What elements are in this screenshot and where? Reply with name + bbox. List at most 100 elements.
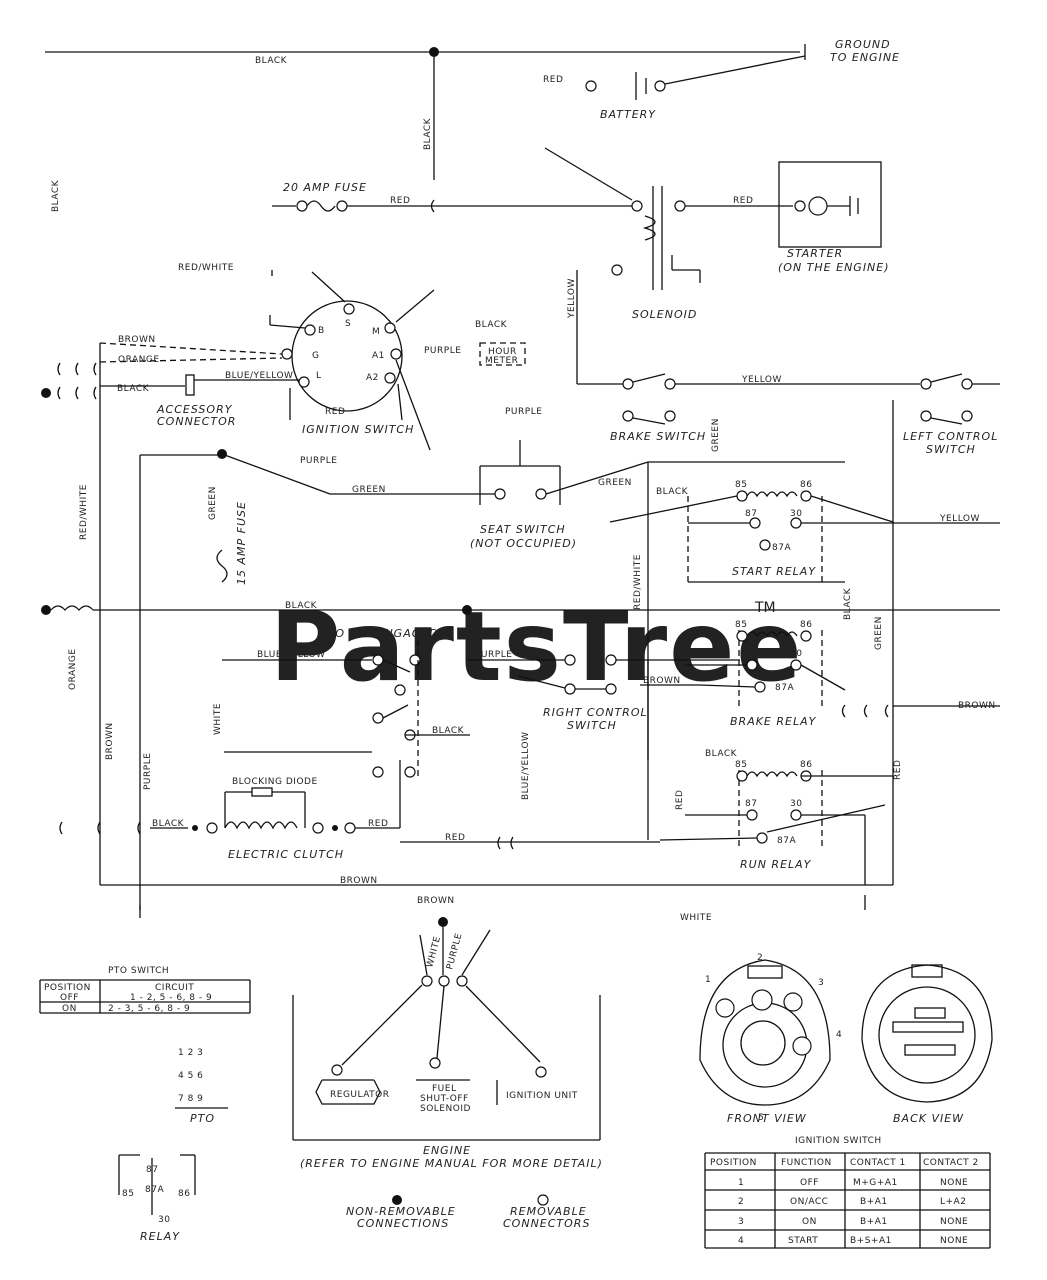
ign-table-cell: 3 bbox=[738, 1217, 744, 1227]
wire-label-orange-top: ORANGE bbox=[118, 355, 160, 365]
fuse-15: GREEN 15 AMP FUSE bbox=[208, 486, 248, 585]
run-relay-pin-87a: 87A bbox=[777, 836, 796, 846]
wire-label-black-acc: BLACK bbox=[117, 384, 150, 394]
legend-removable-1: REMOVABLE bbox=[510, 1205, 587, 1218]
fuel-shutoff-label-3: SOLENOID bbox=[420, 1104, 471, 1114]
battery-label: BATTERY bbox=[600, 108, 656, 121]
wire-label-purple-vert: PURPLE bbox=[143, 753, 153, 790]
seat-switch-note: (NOT OCCUPIED) bbox=[470, 537, 577, 550]
relay-sym-pin-86: 86 bbox=[178, 1189, 190, 1199]
plug-pin-2: 2 bbox=[757, 953, 763, 963]
wire-label-green-vert: GREEN bbox=[711, 418, 721, 452]
wire-label-red-right: RED bbox=[893, 760, 903, 780]
brake-relay-pin-87a: 87A bbox=[775, 683, 794, 693]
hour-meter-label-1: HOUR bbox=[488, 347, 517, 357]
wire-label-black-vert: BLACK bbox=[423, 117, 433, 150]
wire-label-blue-yellow: BLUE/YELLOW bbox=[225, 371, 293, 381]
wire-label-green-seat2: GREEN bbox=[598, 478, 632, 488]
wire-label-black-pto: BLACK bbox=[432, 726, 465, 736]
wire-label-black-left: BLACK bbox=[51, 179, 61, 212]
ign-table-cell: B+A1 bbox=[860, 1197, 888, 1207]
wire-label-red-ign: RED bbox=[325, 407, 345, 417]
run-relay-label: RUN RELAY bbox=[740, 858, 812, 871]
fuel-shutoff-label-1: FUEL bbox=[432, 1084, 456, 1094]
ign-table-cell: ON bbox=[802, 1217, 817, 1227]
svg-text:4 5 6: 4 5 6 bbox=[178, 1071, 203, 1081]
ign-table-cell: OFF bbox=[800, 1178, 819, 1188]
plug-pin-4: 4 bbox=[836, 1030, 842, 1040]
ign-table-cell: L+A2 bbox=[940, 1197, 966, 1207]
brake-relay-pin-85: 85 bbox=[735, 620, 747, 630]
blocking-diode-label: BLOCKING DIODE bbox=[232, 777, 318, 787]
wire-label-brown-engine: BROWN bbox=[417, 896, 455, 906]
ign-table-header: CONTACT 1 bbox=[850, 1158, 906, 1168]
brake-switch-label: BRAKE SWITCH bbox=[610, 430, 706, 443]
ign-pin-s: S bbox=[345, 319, 351, 329]
connection-legend: NON-REMOVABLE CONNECTIONS REMOVABLE CONN… bbox=[346, 1194, 590, 1230]
ignition-plug-back-view: BACK VIEW bbox=[861, 964, 993, 1125]
engine-note: (REFER TO ENGINE MANUAL FOR MORE DETAIL) bbox=[300, 1157, 603, 1170]
wire-label-green-right: GREEN bbox=[874, 616, 884, 650]
battery: RED BATTERY bbox=[543, 55, 806, 121]
wire-label-red-clutch: RED bbox=[368, 819, 388, 829]
wire-label-yellow-vert: YELLOW bbox=[567, 278, 577, 319]
ign-table-cell: NONE bbox=[940, 1236, 968, 1246]
pto-switch-label: PTO (DISENGAGED) bbox=[320, 627, 444, 640]
ground-label: GROUND bbox=[835, 38, 891, 51]
wire-label-red-bottom: RED bbox=[445, 833, 465, 843]
wire-label-black-right: BLACK bbox=[843, 587, 853, 620]
wire-label-red-white-vert: RED/WHITE bbox=[79, 484, 89, 540]
wire-label-orange-vert: ORANGE bbox=[68, 648, 78, 690]
svg-text:7 8 9: 7 8 9 bbox=[178, 1094, 203, 1104]
ign-pin-g: G bbox=[312, 351, 319, 361]
legend-removable-2: CONNECTORS bbox=[503, 1217, 590, 1230]
relay-label: RELAY bbox=[140, 1230, 180, 1243]
wire-label-red-white-mid: RED/WHITE bbox=[633, 554, 643, 610]
pto-switch: PTO (DISENGAGED) BLUE/YELLOW BLACK bbox=[222, 627, 470, 780]
fuse-20-label: 20 AMP FUSE bbox=[283, 181, 367, 194]
pto-table-cell: ON bbox=[62, 1004, 77, 1014]
pto-table-cell: OFF bbox=[60, 993, 79, 1003]
wire-label-purple-seat: PURPLE bbox=[300, 456, 337, 466]
relay-sym-pin-87: 87 bbox=[146, 1165, 158, 1175]
wire-label-black-hm: BLACK bbox=[475, 320, 508, 330]
wire-label-yellow: YELLOW bbox=[741, 375, 782, 385]
wire-label-blue-yellow-pto: BLUE/YELLOW bbox=[257, 650, 325, 660]
run-relay-pin-87: 87 bbox=[745, 799, 757, 809]
left-control-label-2: SWITCH bbox=[926, 443, 976, 456]
start-relay-pin-86: 86 bbox=[800, 480, 812, 490]
start-relay-pin-30: 30 bbox=[790, 509, 802, 519]
start-relay: 85 86 87 30 87A START RELAY bbox=[687, 480, 845, 583]
wire-label-black-main: BLACK bbox=[285, 601, 318, 611]
legend-non-removable-2: CONNECTIONS bbox=[357, 1217, 449, 1230]
brake-relay-pin-86: 86 bbox=[800, 620, 812, 630]
junction-dot bbox=[41, 605, 51, 615]
ignition-plug-front-view: 2 1 3 4 5 FRONT VIEW bbox=[699, 953, 842, 1125]
junction-dot bbox=[41, 388, 51, 398]
relay-sym-pin-30: 30 bbox=[158, 1215, 170, 1225]
accessory-connector: BLUE/YELLOW ACCESSORY CONNECTOR bbox=[156, 371, 300, 428]
wire-label-purple-engine: PURPLE bbox=[445, 932, 464, 971]
pto-table-header-position: POSITION bbox=[44, 983, 91, 993]
wire-label-brown-top: BROWN bbox=[118, 335, 156, 345]
hour-meter-label-2: METER bbox=[485, 356, 518, 366]
right-control-switch: PURPLE RIGHT CONTROL SWITCH bbox=[467, 650, 740, 732]
ign-table-cell: B+S+A1 bbox=[850, 1236, 892, 1246]
ign-table-cell: ON/ACC bbox=[790, 1197, 828, 1207]
engine-block: WHITE PURPLE REGULATOR FUEL SHUT-OFF SOL… bbox=[292, 917, 603, 1170]
junction-dot bbox=[462, 605, 472, 615]
ign-pin-a1: A1 bbox=[372, 351, 385, 361]
pto-table-title: PTO SWITCH bbox=[108, 966, 169, 976]
pto-switch-table: PTO SWITCH POSITION CIRCUIT OFF 1 - 2, 5… bbox=[39, 966, 251, 1014]
ign-table-cell: NONE bbox=[940, 1217, 968, 1227]
left-control-switch: LEFT CONTROL SWITCH bbox=[903, 410, 997, 456]
solenoid: RED SOLENOID bbox=[544, 147, 793, 321]
pto-table-cell: 1 - 2, 5 - 6, 8 - 9 bbox=[130, 993, 212, 1003]
wire-label-purple: PURPLE bbox=[505, 407, 542, 417]
brake-relay-label: BRAKE RELAY bbox=[730, 715, 817, 728]
ign-table-cell: M+G+A1 bbox=[853, 1178, 898, 1188]
wire-label-brown-bottom: BROWN bbox=[340, 876, 378, 886]
ign-pin-a2: A2 bbox=[366, 373, 379, 383]
wire-label-red-fuse: RED bbox=[390, 196, 410, 206]
